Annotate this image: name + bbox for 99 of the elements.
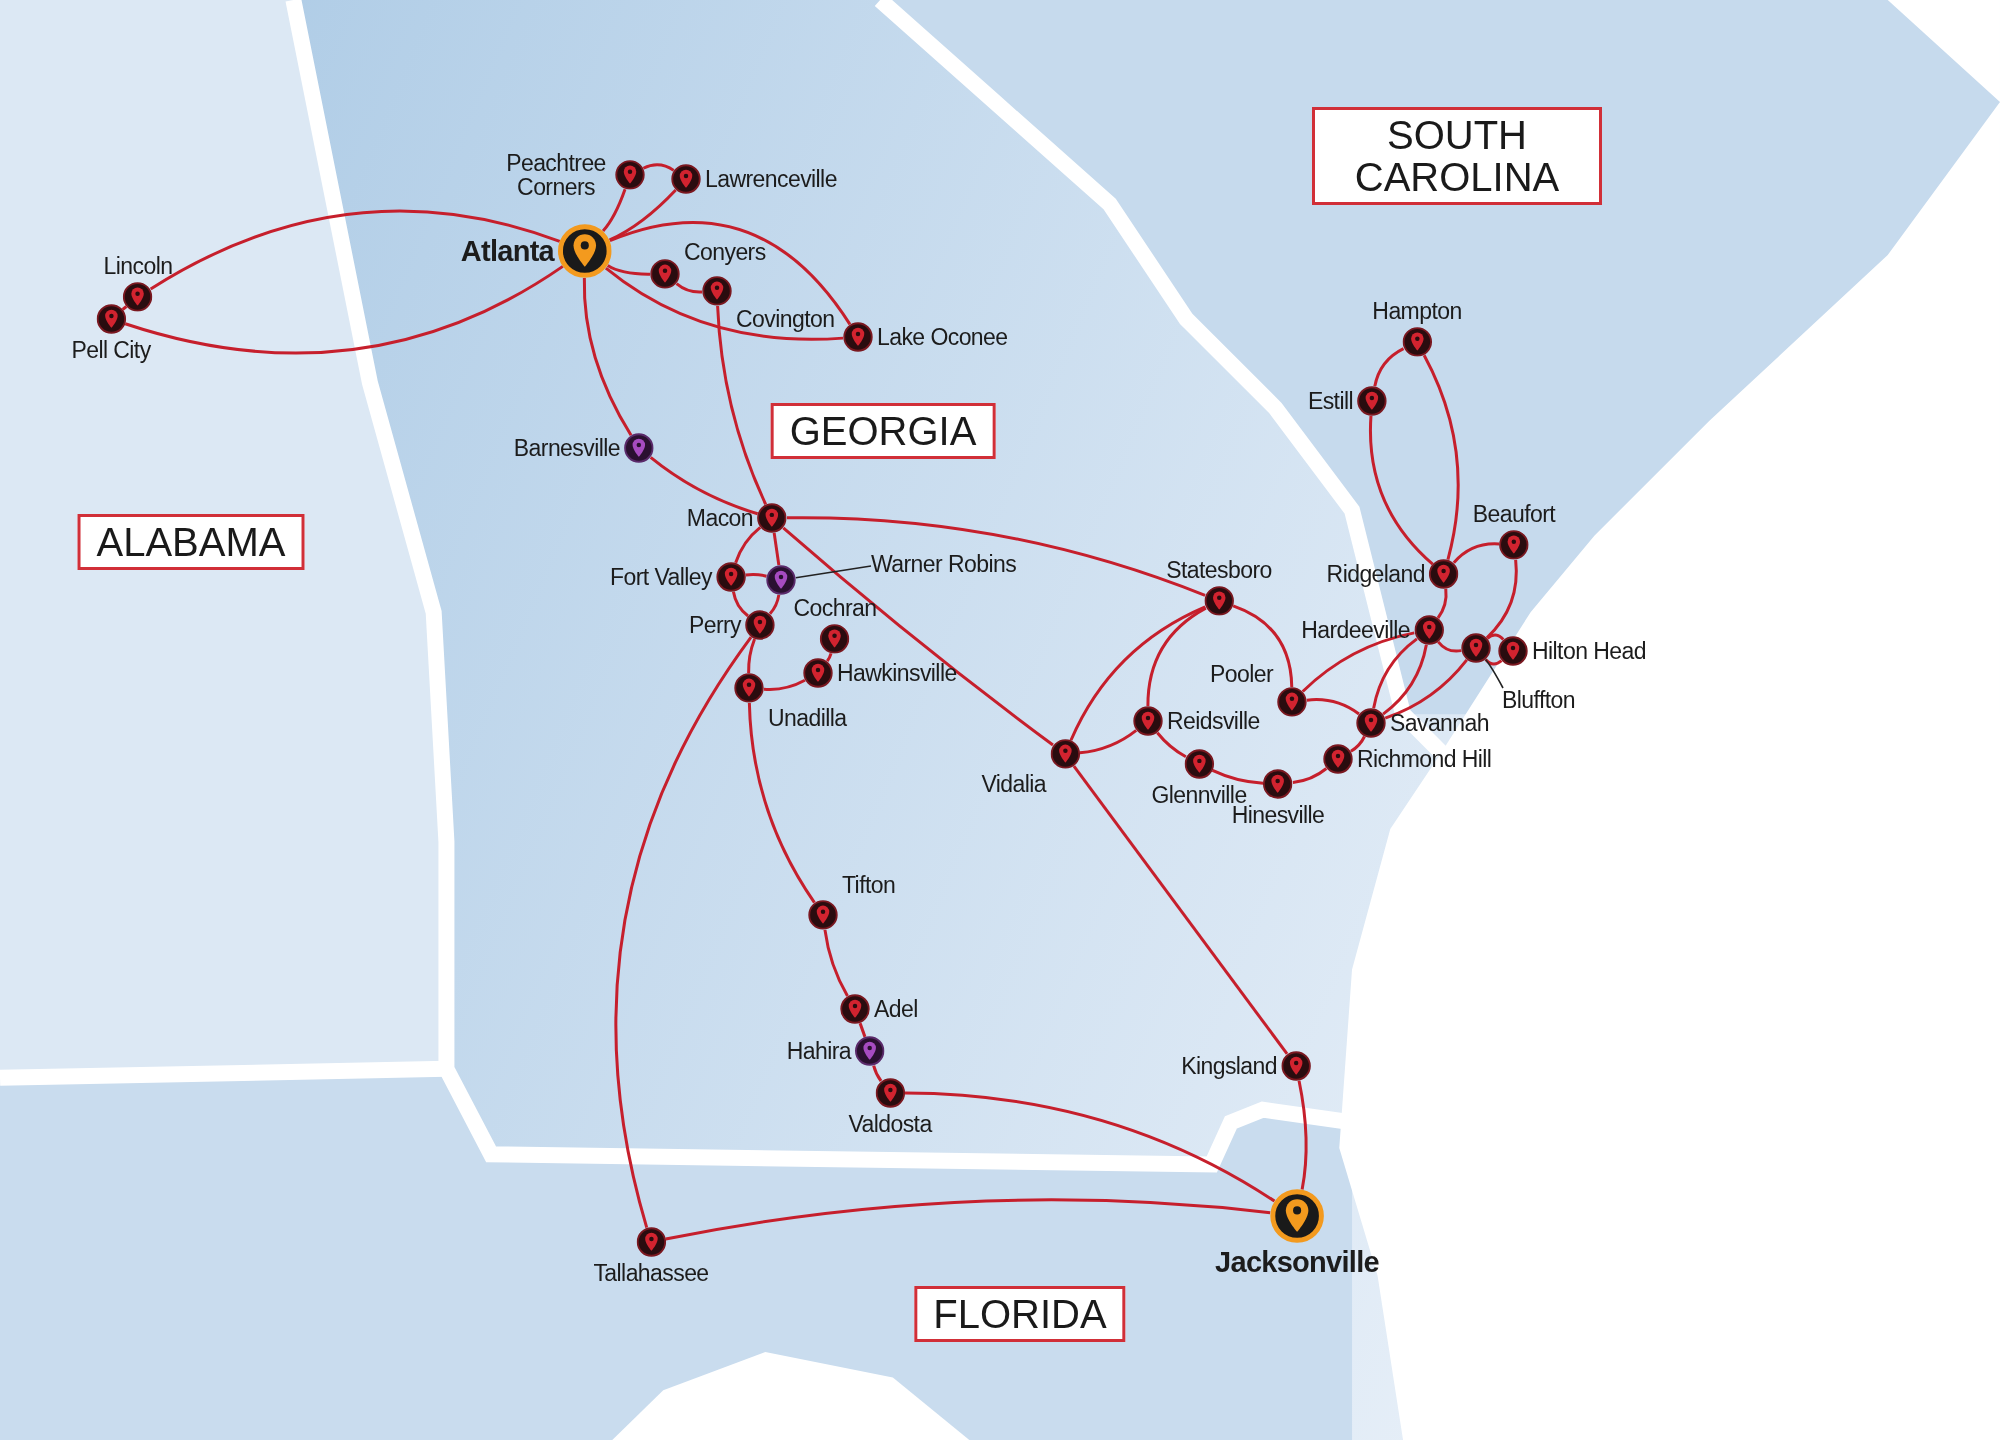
route-line xyxy=(124,265,564,355)
route-line xyxy=(872,1065,883,1082)
city-label: Hawkinsville xyxy=(837,660,957,686)
route-line xyxy=(1486,633,1505,641)
city-label: Valdosta xyxy=(848,1112,932,1137)
route-line xyxy=(642,163,675,172)
city-label: Pooler xyxy=(1209,661,1273,687)
route-line xyxy=(1437,640,1462,653)
route-line xyxy=(1292,767,1328,784)
city-label: Kingsland xyxy=(1181,1053,1277,1079)
route-line xyxy=(149,209,561,291)
city-label: Ridgeland xyxy=(1326,561,1425,587)
route-line xyxy=(1350,735,1366,753)
route-line xyxy=(1384,658,1468,720)
route-line xyxy=(1072,765,1289,1055)
route-line xyxy=(745,572,767,578)
route-line xyxy=(763,678,806,691)
city-label: Tifton xyxy=(842,872,896,898)
route-line xyxy=(768,594,781,615)
city-label: Reidsville xyxy=(1167,708,1260,734)
route-line xyxy=(823,929,849,997)
map-pin-icon xyxy=(766,565,796,595)
route-line xyxy=(601,188,627,232)
route-line xyxy=(904,1091,1276,1203)
route-line xyxy=(1368,415,1434,566)
city-label: Fort Valley xyxy=(610,564,712,590)
route-line xyxy=(1211,769,1264,785)
route-line xyxy=(609,188,677,242)
city-label: Bluffton xyxy=(1502,685,1575,715)
route-line xyxy=(1485,559,1518,639)
city-label: Hilton Head xyxy=(1532,638,1646,664)
leader-line xyxy=(795,565,872,579)
route-line xyxy=(716,305,768,505)
city-label: Cochran xyxy=(793,595,877,620)
route-line xyxy=(1156,731,1187,759)
route-line xyxy=(1436,588,1448,619)
route-line xyxy=(825,653,833,662)
city-label: Peachtree Corners xyxy=(505,150,607,200)
route-line xyxy=(582,278,633,437)
city-label: Unadilla xyxy=(768,705,847,731)
city-label: Barnesville xyxy=(513,435,620,461)
route-line xyxy=(1297,1080,1308,1190)
route-line xyxy=(747,702,816,904)
route-line xyxy=(1146,606,1207,707)
route-line xyxy=(747,638,756,673)
state-label: ALABAMA xyxy=(77,514,305,570)
route-line xyxy=(675,282,703,294)
city-label: Statesboro xyxy=(1166,557,1272,582)
state-label: SOUTH CAROLINA xyxy=(1312,107,1602,205)
route-line xyxy=(606,264,650,276)
route-line xyxy=(1069,605,1206,741)
route-line xyxy=(649,456,759,516)
route-line xyxy=(614,636,753,1228)
city-label: Vidalia xyxy=(981,771,1046,797)
city-label: Hinesville xyxy=(1231,803,1325,828)
city-label: Macon xyxy=(686,505,753,531)
route-line xyxy=(731,591,749,618)
city-label: Conyers xyxy=(684,239,766,265)
city-label: Atlanta xyxy=(460,235,554,267)
city-label: Hardeeville xyxy=(1301,617,1410,643)
city-label: Beaufort xyxy=(1472,501,1556,526)
route-line xyxy=(1422,354,1460,560)
route-line xyxy=(1382,644,1428,716)
city-label: Pell City xyxy=(71,338,151,363)
city-label: Richmond Hill xyxy=(1357,746,1492,772)
route-line xyxy=(787,516,1206,597)
city-label: Estill xyxy=(1307,388,1353,414)
route-line xyxy=(1373,347,1405,387)
city-label: Tallahassee xyxy=(593,1261,709,1286)
route-line xyxy=(1232,604,1294,688)
city-label: Lake Oconee xyxy=(877,324,1008,350)
city-label: Lawrenceville xyxy=(705,166,837,192)
map-pin-icon xyxy=(1461,633,1491,663)
city-label: Perry xyxy=(688,612,741,638)
route-line xyxy=(1484,658,1503,666)
leader-line xyxy=(1484,658,1504,689)
route-line xyxy=(665,1198,1271,1241)
state-label: FLORIDA xyxy=(914,1286,1126,1342)
city-label: Jacksonville xyxy=(1215,1247,1379,1278)
route-line xyxy=(605,266,844,341)
route-line xyxy=(1452,542,1500,564)
route-line xyxy=(1079,729,1138,755)
route-line xyxy=(858,1022,867,1038)
city-label: Savannah xyxy=(1390,710,1489,736)
city-label: Adel xyxy=(874,996,918,1022)
route-line xyxy=(121,305,128,311)
city-label: Hahira xyxy=(786,1038,851,1064)
route-line xyxy=(1306,698,1360,716)
route-line xyxy=(1301,631,1415,693)
route-line xyxy=(772,532,781,566)
city-label: Lincoln xyxy=(103,253,173,278)
route-line xyxy=(782,526,1054,747)
city-label: Covington xyxy=(736,306,835,332)
route-line xyxy=(734,526,762,564)
state-label: GEORGIA xyxy=(770,403,996,459)
city-label: Hampton xyxy=(1372,298,1462,323)
route-line xyxy=(609,221,852,326)
city-label: Warner Robins xyxy=(871,549,1017,579)
route-line xyxy=(1372,637,1418,709)
